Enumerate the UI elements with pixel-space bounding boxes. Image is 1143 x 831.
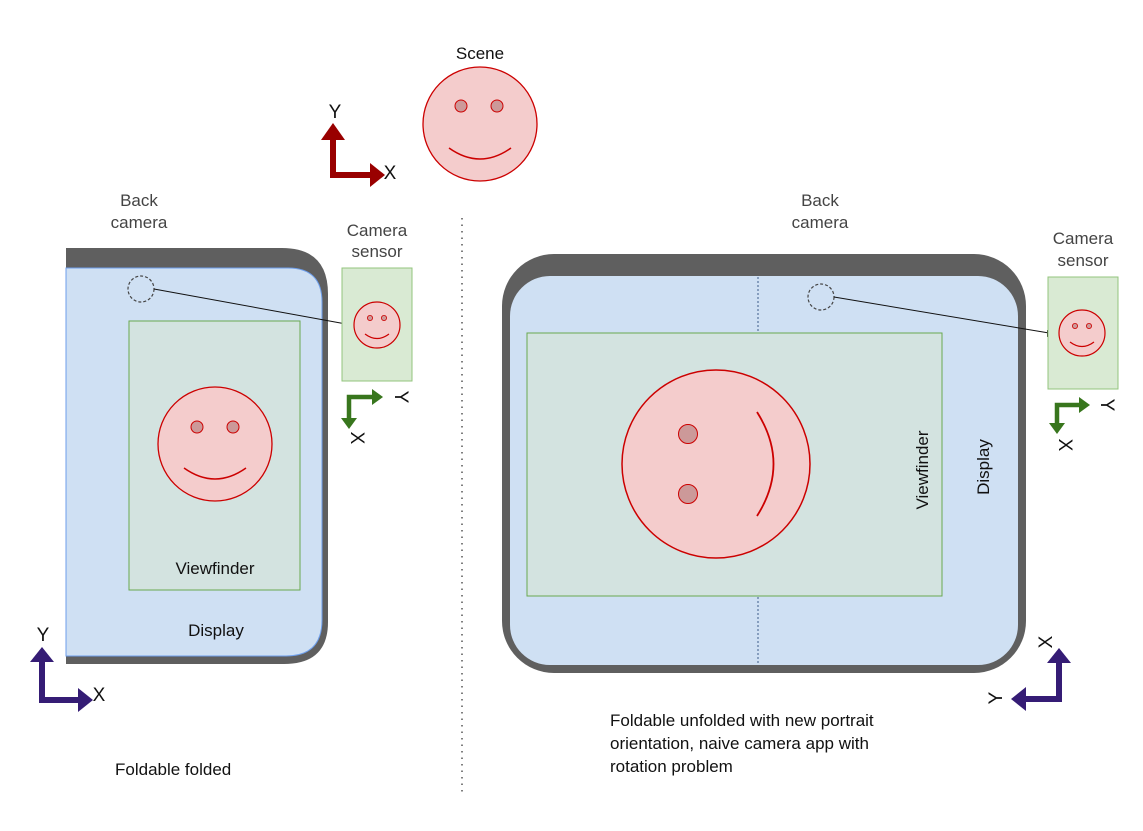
scene-face-smile xyxy=(448,147,512,160)
folded-sensor-axis-y-label: Y xyxy=(390,391,411,404)
folded-display-axes xyxy=(30,647,93,712)
unfolded-caption-line2: orientation, naive camera app with xyxy=(610,734,869,753)
folded-sensor-face xyxy=(353,301,401,349)
folded-sensor-label-line2: sensor xyxy=(351,242,402,261)
folded-caption: Foldable folded xyxy=(115,760,231,779)
unfolded-viewfinder-label: Viewfinder xyxy=(913,430,932,509)
unfolded-back-camera-label-line1: Back xyxy=(801,191,839,210)
scene-label: Scene xyxy=(456,44,504,63)
scene-face xyxy=(422,66,538,182)
scene-axis-x-label: X xyxy=(384,163,397,184)
unfolded-display-axis-y-label: Y xyxy=(986,691,1007,704)
folded-display-axis-x-label: X xyxy=(93,685,106,706)
unfolded-sensor-axes xyxy=(1049,397,1090,434)
unfolded-caption-line1: Foldable unfolded with new portrait xyxy=(610,711,874,730)
folded-viewfinder-face xyxy=(157,386,273,502)
scene-face-eye-right xyxy=(490,99,504,113)
scene-axes xyxy=(321,123,385,187)
folded-back-camera-label-line1: Back xyxy=(120,191,158,210)
unfolded-viewfinder-face xyxy=(621,369,811,559)
unfolded-back-camera-label-line2: camera xyxy=(792,213,849,232)
folded-camera-ray xyxy=(153,288,347,325)
unfolded-sensor-axis-y-label: Y xyxy=(1096,399,1117,412)
folded-back-camera-label-line2: camera xyxy=(111,213,168,232)
unfolded-sensor-axis-x-label: X xyxy=(1054,439,1075,452)
unfolded-display-axes xyxy=(1011,648,1071,711)
folded-display-axis-y-label: Y xyxy=(37,625,50,646)
scene-face-eye-left xyxy=(454,99,468,113)
unfolded-sensor-face xyxy=(1058,309,1106,357)
folded-sensor-label-line1: Camera xyxy=(347,221,408,240)
folded-sensor-axes xyxy=(341,389,383,429)
unfolded-sensor-label-line1: Camera xyxy=(1053,229,1114,248)
folded-display-label: Display xyxy=(188,621,244,640)
unfolded-caption-line3: rotation problem xyxy=(610,757,733,776)
unfolded-sensor-label-line2: sensor xyxy=(1057,251,1108,270)
unfolded-display-label: Display xyxy=(974,439,993,495)
folded-viewfinder-label: Viewfinder xyxy=(175,559,254,578)
scene-axis-y-label: Y xyxy=(329,102,342,123)
unfolded-camera-ray xyxy=(833,296,1050,334)
unfolded-display-axis-x-label: X xyxy=(1036,635,1057,648)
folded-sensor-axis-x-label: X xyxy=(346,432,367,445)
